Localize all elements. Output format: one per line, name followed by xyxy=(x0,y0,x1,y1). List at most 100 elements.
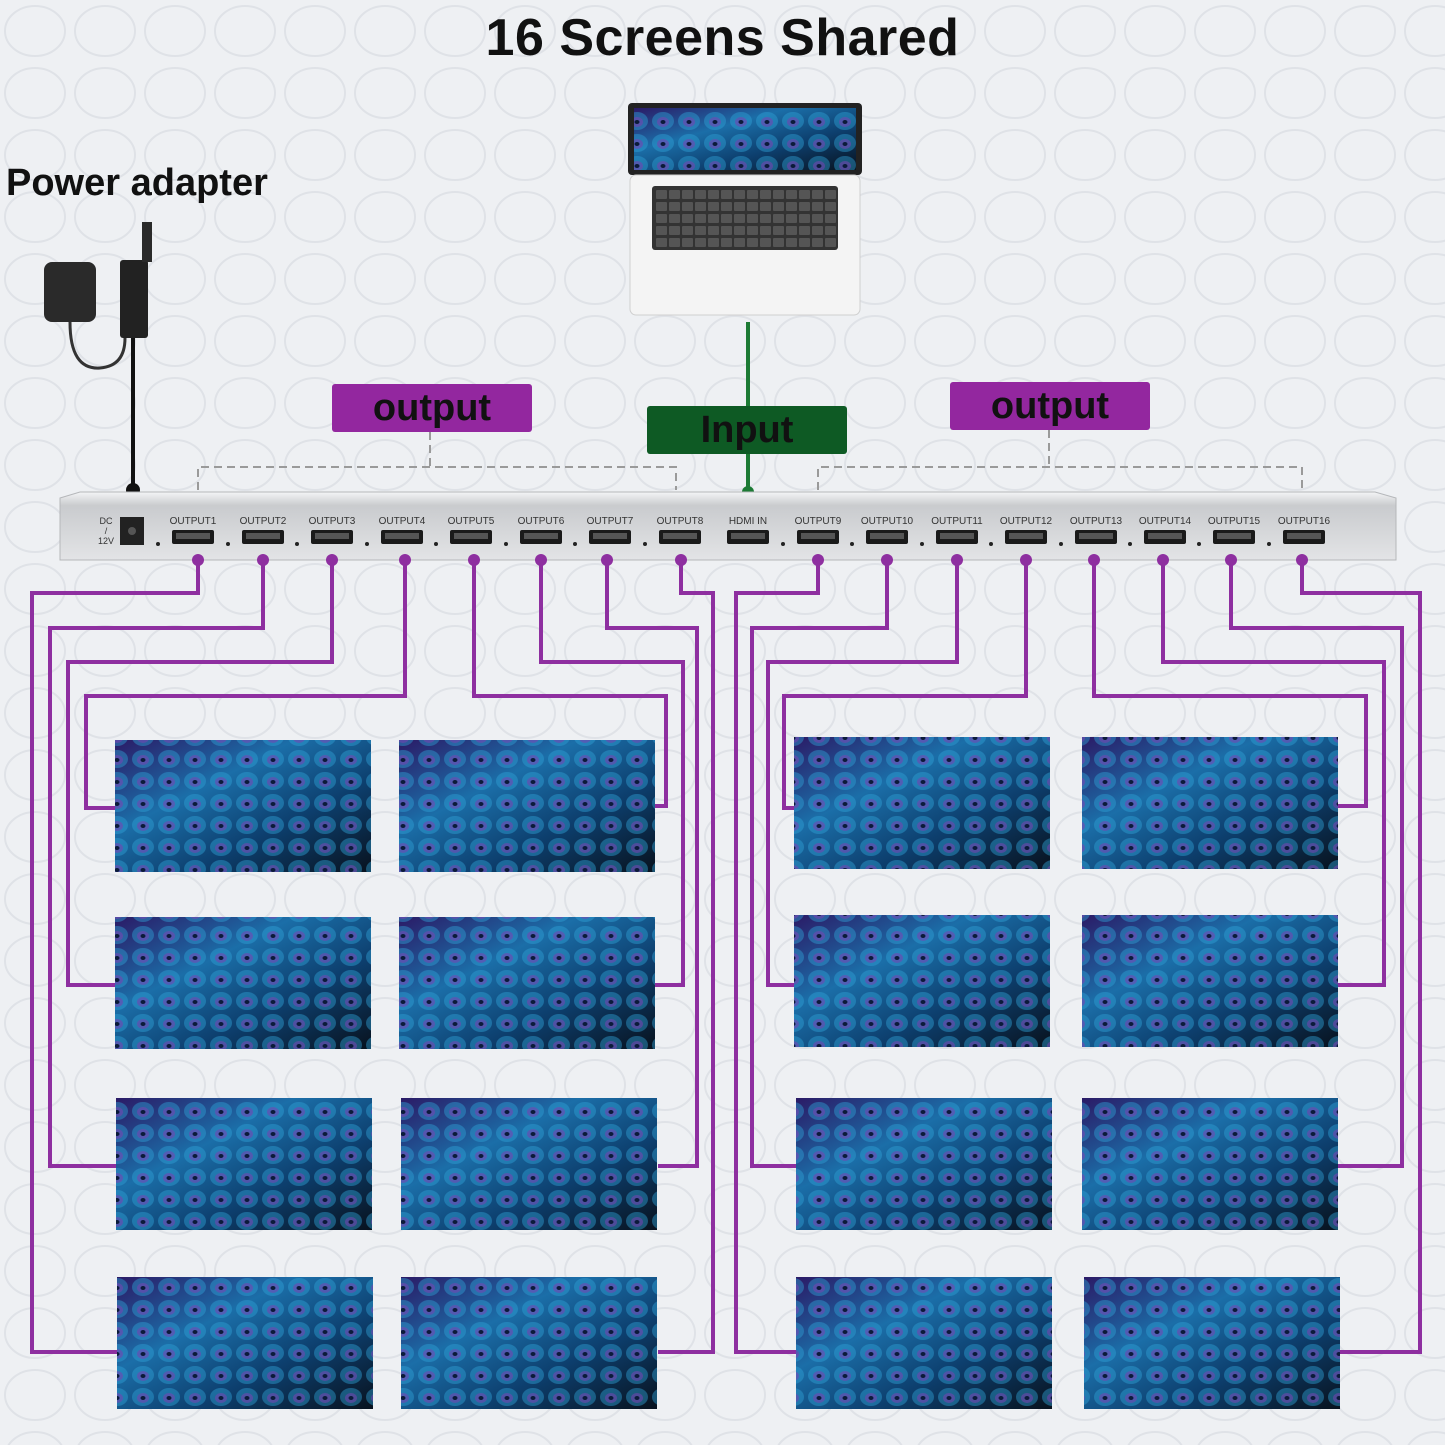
output-cable-11 xyxy=(766,560,959,987)
output-port-label-13: OUTPUT13 xyxy=(1069,516,1123,527)
output-port-dot-3 xyxy=(326,554,338,566)
output-port-dot-9 xyxy=(812,554,824,566)
output-cable-15 xyxy=(1229,560,1404,1168)
output-port-label-9: OUTPUT9 xyxy=(794,516,842,527)
output-port-11 xyxy=(936,530,978,544)
output-port-dot-12 xyxy=(1020,554,1032,566)
output-port-label-3: OUTPUT3 xyxy=(308,516,356,527)
diagram-title: 16 Screens Shared xyxy=(485,9,960,67)
output-port-15 xyxy=(1213,530,1255,544)
output-port-label-8: OUTPUT8 xyxy=(656,516,704,527)
display-screen-7 xyxy=(794,915,1050,1047)
output-port-10 xyxy=(866,530,908,544)
display-screen-2 xyxy=(399,740,655,872)
output-cable-6 xyxy=(539,560,685,987)
output-port-dot-2 xyxy=(257,554,269,566)
output-port-1 xyxy=(172,530,214,544)
display-screen-9 xyxy=(116,1098,372,1230)
display-screen-12 xyxy=(1082,1098,1338,1230)
output-port-label-7: OUTPUT7 xyxy=(586,516,634,527)
port-separator-dot xyxy=(226,542,230,546)
port-separator-dot xyxy=(1267,542,1271,546)
display-screen-3 xyxy=(794,737,1050,869)
port-separator-dot xyxy=(365,542,369,546)
port-separator-dot xyxy=(573,542,577,546)
port-separator-dot xyxy=(920,542,924,546)
port-separator-dot xyxy=(989,542,993,546)
output-port-9 xyxy=(797,530,839,544)
port-separator-dot xyxy=(850,542,854,546)
output-port-dot-14 xyxy=(1157,554,1169,566)
output-cable-1 xyxy=(30,560,200,1354)
output-cable-8 xyxy=(658,560,715,1354)
output-cable-9 xyxy=(734,560,820,1354)
output-port-7 xyxy=(589,530,631,544)
display-screen-11 xyxy=(796,1098,1052,1230)
input-tag: Input xyxy=(647,406,847,454)
output-cable-14 xyxy=(1161,560,1386,987)
output-port-dot-8 xyxy=(675,554,687,566)
output-port-dot-13 xyxy=(1088,554,1100,566)
port-separator-dot xyxy=(295,542,299,546)
output-port-4 xyxy=(381,530,423,544)
output-tag-left: output xyxy=(332,384,532,432)
output-cable-10 xyxy=(750,560,889,1168)
port-separator-dot xyxy=(156,542,160,546)
display-screen-6 xyxy=(399,917,655,1049)
output-port-3 xyxy=(311,530,353,544)
port-separator-dot xyxy=(1059,542,1063,546)
output-port-dot-11 xyxy=(951,554,963,566)
power-adapter-icon xyxy=(44,222,152,497)
output-cable-3 xyxy=(66,560,334,987)
display-screen-14 xyxy=(401,1277,657,1409)
display-screen-4 xyxy=(1082,737,1338,869)
display-screen-1 xyxy=(115,740,371,872)
output-port-dot-6 xyxy=(535,554,547,566)
output-cable-12 xyxy=(782,560,1028,810)
laptop-icon xyxy=(628,103,862,316)
output-port-5 xyxy=(450,530,492,544)
output-cable-5 xyxy=(472,560,668,808)
hdmi-in-label: HDMI IN xyxy=(728,516,768,527)
output-bracket-lines xyxy=(197,430,1303,490)
port-separator-dot xyxy=(434,542,438,546)
output-port-dot-7 xyxy=(601,554,613,566)
output-port-2 xyxy=(242,530,284,544)
output-cable-4 xyxy=(84,560,407,810)
output-port-dot-10 xyxy=(881,554,893,566)
output-port-dot-16 xyxy=(1296,554,1308,566)
output-port-14 xyxy=(1144,530,1186,544)
output-tag-right: output xyxy=(950,382,1150,430)
output-port-label-1: OUTPUT1 xyxy=(169,516,217,527)
port-separator-dot xyxy=(504,542,508,546)
output-cable-16 xyxy=(1300,560,1422,1354)
output-port-label-6: OUTPUT6 xyxy=(517,516,565,527)
output-port-label-15: OUTPUT15 xyxy=(1207,516,1261,527)
output-port-dot-15 xyxy=(1225,554,1237,566)
dc-12v-label: DC / 12V xyxy=(97,516,114,546)
display-screen-8 xyxy=(1082,915,1338,1047)
output-cable-7 xyxy=(605,560,699,1168)
output-port-label-11: OUTPUT11 xyxy=(931,516,983,527)
output-cable-13 xyxy=(1092,560,1368,808)
output-port-6 xyxy=(520,530,562,544)
hdmi-in-port xyxy=(727,530,769,544)
output-port-dot-4 xyxy=(399,554,411,566)
output-port-label-16: OUTPUT16 xyxy=(1277,516,1331,527)
power-adapter-label: Power adapter xyxy=(6,162,268,204)
port-separator-dot xyxy=(643,542,647,546)
output-port-label-14: OUTPUT14 xyxy=(1138,516,1192,527)
output-port-label-12: OUTPUT12 xyxy=(999,516,1053,527)
output-port-13 xyxy=(1075,530,1117,544)
output-port-16 xyxy=(1283,530,1325,544)
port-separator-dot xyxy=(781,542,785,546)
output-port-dot-5 xyxy=(468,554,480,566)
port-separator-dot xyxy=(1128,542,1132,546)
display-screen-16 xyxy=(1084,1277,1340,1409)
port-separator-dot xyxy=(1197,542,1201,546)
output-port-label-10: OUTPUT10 xyxy=(860,516,914,527)
output-cable-2 xyxy=(48,560,265,1168)
display-screen-5 xyxy=(115,917,371,1049)
display-screen-15 xyxy=(796,1277,1052,1409)
